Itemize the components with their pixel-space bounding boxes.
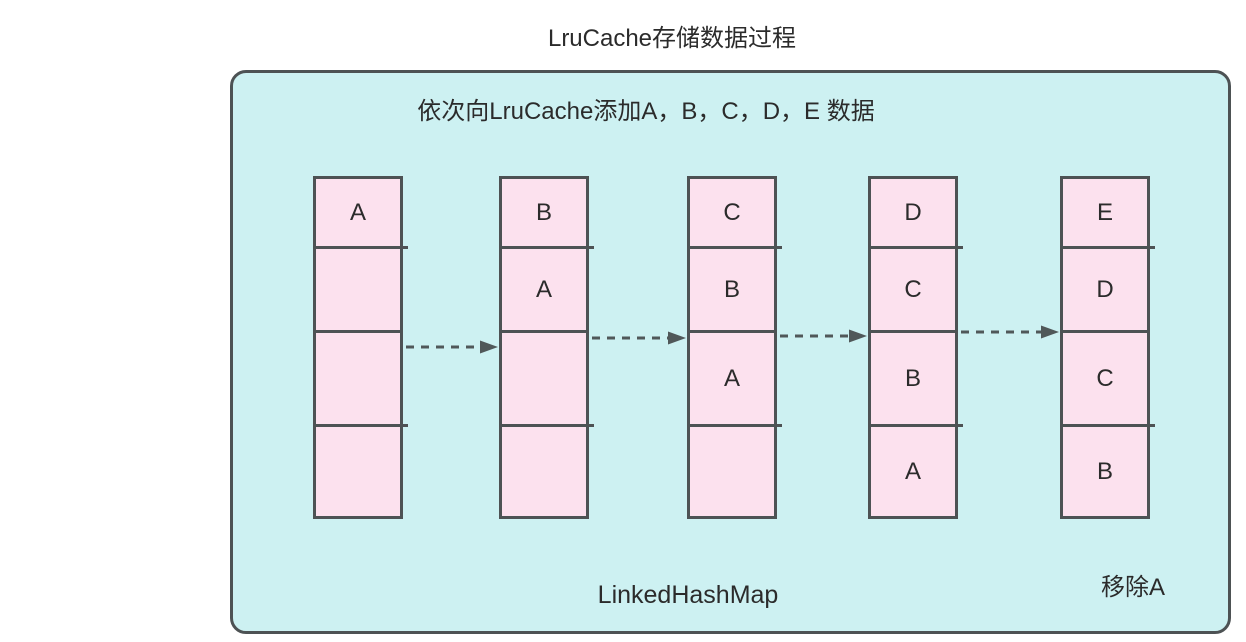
- cache-slot: B: [1063, 427, 1147, 516]
- cache-slot-label: A: [723, 364, 740, 392]
- cache-slot: [316, 427, 400, 516]
- cache-slot: [502, 427, 586, 516]
- cache-slot: A: [871, 427, 955, 516]
- cache-slot: D: [871, 179, 955, 249]
- cache-slot-label: C: [1096, 364, 1114, 392]
- cache-slot: C: [871, 249, 955, 333]
- panel-subtitle: 依次向LruCache添加A，B，C，D，E 数据: [417, 98, 875, 125]
- cache-slot-label: C: [904, 275, 922, 303]
- cache-slot-label: B: [723, 275, 740, 303]
- divider-tick: [777, 246, 782, 249]
- divider-tick: [589, 246, 594, 249]
- cache-column-step-3: C B A: [687, 176, 782, 519]
- divider-tick: [1150, 246, 1155, 249]
- flow-arrow-1: [403, 339, 499, 355]
- cache-slot: B: [690, 249, 774, 333]
- cache-slot: A: [690, 333, 774, 427]
- cache-slot: C: [690, 179, 774, 249]
- flow-arrow-3: [777, 328, 868, 344]
- cache-column-step-4: D C B A: [868, 176, 963, 519]
- cache-slot: B: [871, 333, 955, 427]
- cache-slot: [502, 333, 586, 427]
- page-title: LruCache存储数据过程: [547, 25, 797, 52]
- divider-tick: [1150, 424, 1155, 427]
- cache-slot-label: D: [1096, 275, 1114, 303]
- cache-slot-label: C: [723, 198, 741, 226]
- flow-arrow-2: [589, 330, 687, 346]
- cache-slot: D: [1063, 249, 1147, 333]
- linkedhashmap-label: LinkedHashMap: [597, 581, 779, 609]
- cache-slot-label: B: [904, 364, 921, 392]
- cache-slot-label: B: [1096, 457, 1113, 485]
- divider-tick: [958, 424, 963, 427]
- flow-arrow-4: [958, 324, 1060, 340]
- cache-slot-label: A: [349, 198, 366, 226]
- cache-slot: E: [1063, 179, 1147, 249]
- divider-tick: [777, 424, 782, 427]
- cache-slot: B: [502, 179, 586, 249]
- cache-slot: [316, 249, 400, 333]
- remove-a-label: 移除A: [1100, 574, 1166, 601]
- divider-tick: [958, 246, 963, 249]
- cache-slot-label: D: [904, 198, 922, 226]
- divider-tick: [589, 424, 594, 427]
- cache-column-step-5: E D C B: [1060, 176, 1155, 519]
- divider-tick: [403, 246, 408, 249]
- cache-slot: [316, 333, 400, 427]
- cache-slot-label: A: [904, 457, 921, 485]
- cache-slot: A: [502, 249, 586, 333]
- cache-slot-label: A: [535, 275, 552, 303]
- cache-slot-label: E: [1096, 198, 1113, 226]
- cache-column-step-1: A: [313, 176, 408, 519]
- divider-tick: [403, 424, 408, 427]
- cache-slot-label: B: [535, 198, 552, 226]
- cache-slot: [690, 427, 774, 516]
- cache-slot: A: [316, 179, 400, 249]
- cache-slot: C: [1063, 333, 1147, 427]
